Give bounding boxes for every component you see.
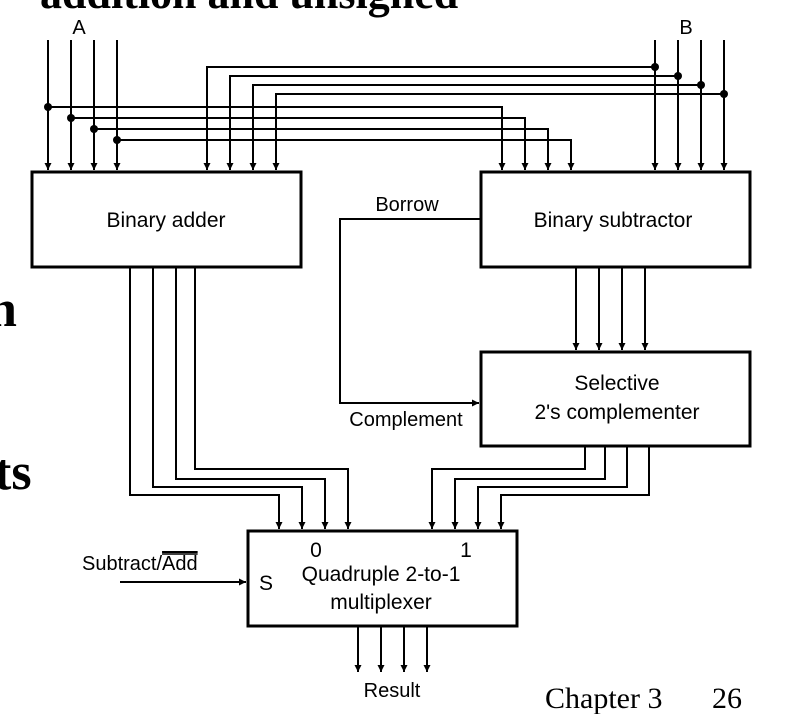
binary-adder-block: Binary adder <box>30 170 303 269</box>
footer-chapter: Chapter 3 <box>545 682 662 714</box>
complementer-label-line1: Selective <box>574 372 659 395</box>
mux-input1-label: 1 <box>460 539 472 562</box>
input-a-wires <box>44 40 121 170</box>
control-label: Subtract/Add <box>82 553 198 575</box>
binary-subtractor-block: Binary subtractor <box>479 170 752 269</box>
complementer-label-line2: 2's complementer <box>534 401 699 424</box>
subtractor-output-wires <box>572 267 649 350</box>
mux-label-line2: multiplexer <box>330 591 432 614</box>
mux-select-label: S <box>259 572 273 595</box>
b-to-adder-wires <box>203 66 724 170</box>
control-label-overbar: Add <box>162 553 198 575</box>
footer-page-number: 26 <box>712 682 742 714</box>
result-output-wires <box>354 626 431 672</box>
mux-label-line1: Quadruple 2-to-1 <box>302 563 461 586</box>
slide-title-fragment: addition and unsigned <box>40 0 458 18</box>
borrow-complement-wire <box>339 218 481 407</box>
complementer-output-wires <box>428 446 650 529</box>
a-to-subtractor-wires <box>48 106 575 170</box>
a-tap-junctions <box>44 103 121 144</box>
slide-left-fragment-2: ts <box>0 444 32 501</box>
input-b-label: B <box>679 17 692 39</box>
adder-output-wires <box>129 267 352 529</box>
borrow-label: Borrow <box>375 194 439 216</box>
result-label: Result <box>364 680 421 702</box>
mux-input0-label: 0 <box>310 539 322 562</box>
complement-label: Complement <box>349 409 463 431</box>
b-tap-junctions <box>651 63 728 98</box>
input-b-wires <box>651 40 728 170</box>
multiplexer-block: 0 1 S Quadruple 2-to-1 multiplexer <box>246 529 519 628</box>
selective-complementer-block: Selective 2's complementer <box>479 350 752 448</box>
input-a-label: A <box>72 17 86 39</box>
binary-adder-label: Binary adder <box>106 209 225 232</box>
binary-subtractor-label: Binary subtractor <box>534 209 693 232</box>
slide-left-fragment-1: n <box>0 281 17 338</box>
